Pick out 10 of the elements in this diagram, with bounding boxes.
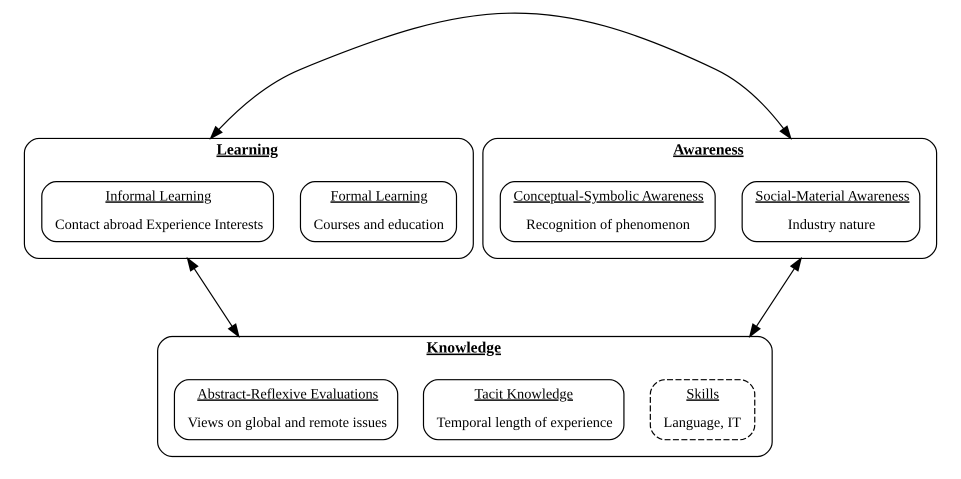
arrow [209, 12, 792, 140]
node-box: Conceptual-Symbolic Awareness Recognition of phenomenon [500, 181, 716, 242]
node-box: Tacit Knowledge Temporal length of experience [422, 379, 625, 440]
arrow [186, 256, 240, 338]
node-box: Social-Material Awareness Industry nature [742, 181, 920, 242]
node-box: Formal Learning Courses and education [300, 181, 458, 242]
arrow [748, 256, 802, 338]
node-box: Skills Language, IT [650, 379, 756, 440]
node-box: Informal Learning Contact abroad Experience Interests [41, 181, 274, 242]
node-box: Abstract-Reflexive Evaluations Views on global and remote issues [174, 379, 398, 440]
